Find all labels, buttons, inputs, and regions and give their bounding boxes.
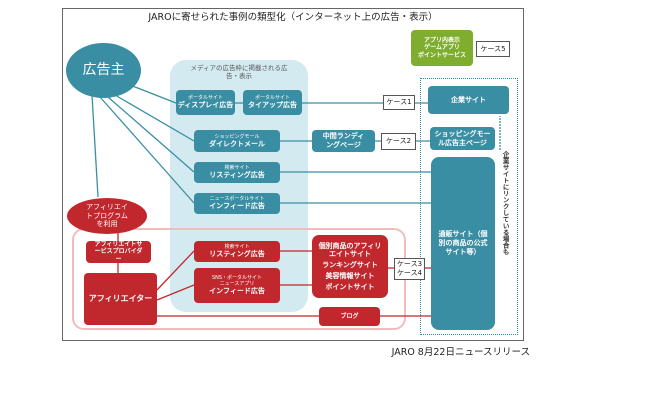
ec-site: 通販サイト（個別の商品の公式サイト等） xyxy=(431,157,495,330)
case5-label: ケース5 xyxy=(476,41,510,57)
case2-label: ケース2 xyxy=(381,133,416,150)
affiliate-listing-ad: 検索サイトリスティング広告 xyxy=(194,241,280,262)
portal-tieup-ad: ポータルサイトタイアップ広告 xyxy=(243,90,302,115)
affiliate-program-node: アフィリエイトプログラムを利用 xyxy=(67,198,147,234)
affiliator: アフィリエイター xyxy=(84,273,157,325)
blog: ブログ xyxy=(319,307,380,326)
intermediate-landing-page: 中間ランディングページ xyxy=(312,130,375,152)
advertiser-label: 広告主 xyxy=(82,61,125,78)
frame xyxy=(62,8,524,341)
corporate-site: 企業サイト xyxy=(428,86,509,114)
portal-infeed-ad: ニュースポータルサイトインフィード広告 xyxy=(194,193,280,214)
media-panel-label: メディアの広告枠に掲載される広告・表示 xyxy=(190,64,288,81)
advertiser-node: 広告主 xyxy=(66,43,141,98)
search-listing-ad: 検索サイトリスティング広告 xyxy=(194,162,280,183)
caption: JARO 8月22日ニュースリリース xyxy=(391,347,530,359)
affiliate-service-provider: アフィリエイトサービスプロバイダー xyxy=(86,241,151,263)
affiliate-sites: 個別商品のアフィリエイトサイトランキングサイト美容情報サイトポイントサイト xyxy=(312,235,388,298)
shopping-mall-dm: ショッピングモールダイレクトメール xyxy=(194,130,280,152)
linked-region xyxy=(420,78,518,335)
mall-advertiser-page: ショッピングモール広告主ページ xyxy=(430,127,495,150)
affiliate-infeed-ad: SNS・ポータルサイトニュースアプリインフィード広告 xyxy=(194,268,280,303)
case1-label: ケース1 xyxy=(383,95,415,110)
app-display-box: アプリ内表示ゲームアプリポイントサービス xyxy=(411,30,473,66)
title: JAROに寄せられた事例の類型化（インターネット上の広告・表示） xyxy=(148,12,438,24)
link-note: 企業サイトにリンクしている場合も xyxy=(501,150,510,255)
portal-display-ad: ポータルサイトディスプレイ広告 xyxy=(176,90,235,115)
